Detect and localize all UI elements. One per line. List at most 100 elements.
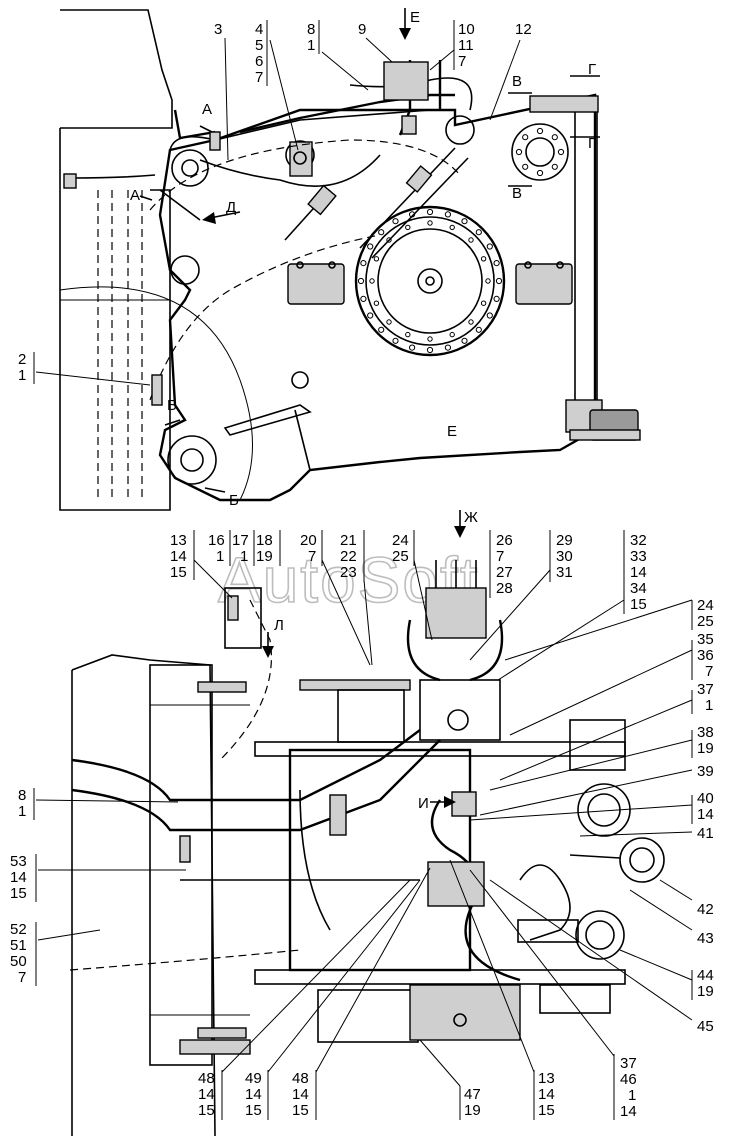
callout-line: 51: [10, 937, 27, 954]
callout-line: 8: [18, 787, 26, 804]
valve-stems: [435, 560, 477, 588]
motor-lower: [575, 910, 625, 960]
bolt-icon: [378, 326, 385, 333]
bolt-icon: [493, 295, 500, 302]
valve-stack: [425, 587, 487, 639]
leader-39: [479, 769, 693, 816]
callout-line: 14: [10, 869, 27, 886]
callout-line: 53: [10, 853, 27, 870]
callout-line: 38: [697, 724, 714, 741]
hidden-hose-route: [149, 234, 381, 401]
flange-bore: [525, 137, 555, 167]
section-mark-a-top: А: [202, 101, 212, 118]
connector-block-center: [427, 861, 485, 907]
callout: 38 19: [697, 724, 714, 757]
leader-24b: [504, 599, 693, 661]
callout-line: 1: [307, 37, 315, 54]
leaders-top-right: [469, 569, 625, 681]
bolt-icon: [386, 237, 392, 243]
callout: 48 14 15: [198, 1070, 215, 1119]
callout-line: 37: [620, 1055, 637, 1072]
callout-line: 45: [697, 1018, 714, 1035]
hose-vertical-left: [299, 789, 331, 931]
callout-line: 42: [697, 901, 714, 918]
arrow-a-left: [139, 195, 153, 201]
callout-line: 52: [10, 921, 27, 938]
arrows-g: [570, 75, 600, 138]
bracket-13: [224, 587, 262, 649]
callout-line: 21: [340, 532, 357, 549]
pin-middle-left: [170, 255, 200, 285]
callout: 24 25: [697, 597, 714, 630]
leader-47: [419, 1039, 461, 1120]
arrow-d-head: [202, 212, 216, 224]
bolt-icon: [373, 300, 380, 306]
callout: 40 14: [697, 790, 714, 823]
bolt-icon: [409, 344, 416, 351]
callout: 13 14 15: [538, 1070, 555, 1119]
bolt-icon: [444, 211, 451, 218]
callout-line: 13: [170, 532, 187, 549]
arrow-zh-head: [454, 526, 466, 538]
callout: 17 1: [232, 532, 249, 565]
bolt-icon: [461, 337, 468, 344]
callout-line: 25: [697, 613, 714, 630]
callout-line: 47: [464, 1086, 481, 1103]
callout-line: 27: [496, 564, 513, 581]
bolt-icon: [367, 243, 374, 250]
callout-line: 28: [496, 580, 513, 597]
callout-line: 7: [458, 53, 466, 70]
callout-line: 15: [170, 564, 187, 581]
leader-41: [579, 831, 693, 837]
callout-line: 15: [10, 885, 27, 902]
callout-line: 15: [630, 596, 647, 613]
callout-line: 14: [538, 1086, 555, 1103]
bolt-icon: [369, 278, 375, 284]
callout-line: 14: [697, 806, 714, 823]
leader-lines: [33, 20, 693, 1120]
bolt-icon: [449, 224, 455, 231]
right-block-bottom: [539, 984, 611, 1014]
callout-line: 15: [245, 1102, 262, 1119]
bolt-icon: [409, 211, 416, 218]
connector-a: [209, 131, 221, 151]
bolt-icon: [427, 336, 433, 342]
bolt-icon: [551, 163, 558, 170]
connector-frame: [63, 173, 77, 189]
callout-line: 31: [556, 564, 573, 581]
leader-44: [619, 949, 693, 1000]
slew-ring-bolts: [357, 208, 503, 354]
callout: 13 14 15: [170, 532, 187, 581]
section-mark-i: И: [418, 795, 429, 812]
callout-line: 24: [697, 597, 714, 614]
bracket-13-fittings: [227, 595, 239, 621]
upper-plate: [299, 679, 411, 691]
right-block-top: [569, 719, 626, 771]
slew-ring-hub: [417, 268, 443, 294]
bolt-icon: [515, 148, 523, 156]
section-mark-d: Д: [226, 199, 236, 216]
arrows-v: [508, 92, 532, 187]
callout-line: 15: [538, 1102, 555, 1119]
callout: 16 1: [208, 532, 225, 565]
main-bracket-outline: [158, 93, 597, 502]
frame-outline-top: [60, 9, 173, 129]
lower-link: [223, 404, 312, 436]
callout-line: 3: [214, 21, 222, 38]
callout-line: 6: [255, 53, 263, 70]
lower-frame-rails: [149, 664, 213, 1066]
connector-i: [451, 791, 477, 817]
bolt-icon: [386, 319, 392, 325]
leader-8: [318, 20, 369, 91]
section-marks: Е А А Д Б Б В В Г Г Е Ж Л И: [130, 9, 596, 812]
bellows: [519, 864, 571, 941]
center-body: [288, 748, 472, 972]
callout-line: 11: [458, 37, 474, 54]
rail-plate-2: [197, 1027, 247, 1039]
callout: 32 33 14 34 15: [630, 532, 647, 613]
callout: 10 11 7: [458, 21, 475, 70]
callout-line: 18: [256, 532, 273, 549]
connector-b: [151, 374, 163, 406]
leader-52: [35, 922, 101, 986]
bolt-icon: [475, 229, 482, 236]
